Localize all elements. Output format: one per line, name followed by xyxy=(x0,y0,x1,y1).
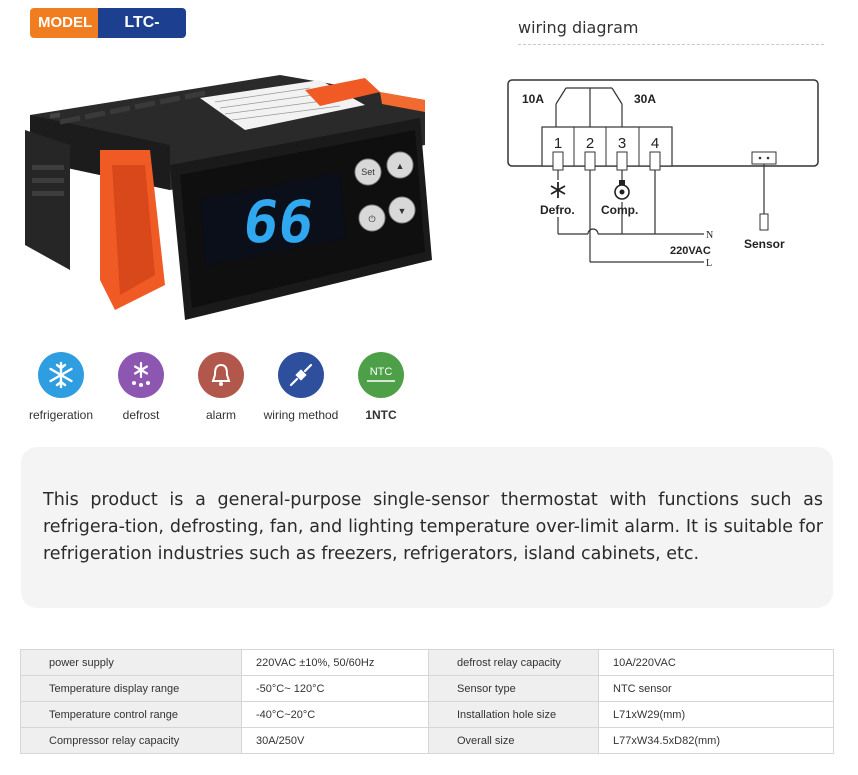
spec-value: 10A/220VAC xyxy=(598,649,834,676)
spec-value: L71xW29(mm) xyxy=(598,701,834,728)
spec-value: 30A/250V xyxy=(241,727,429,754)
spec-value: -40°C~20°C xyxy=(241,701,429,728)
compressor-label: Comp. xyxy=(601,203,638,217)
feature-wiring-method: wiring method xyxy=(256,352,346,422)
line-label: L xyxy=(706,258,712,269)
feature-label: defrost xyxy=(122,408,160,422)
feature-label: refrigeration xyxy=(28,408,94,422)
spec-key: Compressor relay capacity xyxy=(20,727,242,754)
feature-ntc: NTC 1NTC xyxy=(336,352,426,422)
defrost-load-icon xyxy=(550,182,566,198)
spec-key: Temperature display range xyxy=(20,675,242,702)
title-divider xyxy=(518,44,824,45)
model-value: LTC-201 xyxy=(98,8,186,38)
plug-icon xyxy=(278,352,324,398)
spec-key: Overall size xyxy=(428,727,599,754)
spec-key: Installation hole size xyxy=(428,701,599,728)
spec-value: L77xW34.5xD82(mm) xyxy=(598,727,834,754)
snowflake-icon xyxy=(38,352,84,398)
svg-text:Set: Set xyxy=(361,167,375,177)
svg-text:▲: ▲ xyxy=(396,161,405,171)
relay-10a-label: 10A xyxy=(522,92,544,106)
defrost-icon xyxy=(118,352,164,398)
spec-value: -50°C~ 120°C xyxy=(241,675,429,702)
svg-text:▼: ▼ xyxy=(398,206,407,216)
neutral-label: N xyxy=(706,230,713,241)
defrost-label: Defro. xyxy=(540,203,575,217)
wiring-diagram: 10A 30A 1 2 3 4 Sensor Defro. xyxy=(507,79,819,269)
terminal-1: 1 xyxy=(554,135,562,152)
terminal-2: 2 xyxy=(586,135,594,152)
compressor-load-icon xyxy=(614,180,630,200)
ntc-icon: NTC xyxy=(358,352,404,398)
feature-label: alarm xyxy=(205,408,236,422)
description-box: This product is a general-purpose single… xyxy=(21,447,833,608)
description-text: This product is a general-purpose single… xyxy=(43,490,823,564)
display-reading: 66 xyxy=(239,188,318,256)
ntc-badge-text: NTC xyxy=(370,366,393,378)
wiring-diagram-title: wiring diagram xyxy=(518,18,639,37)
svg-text:⏻: ⏻ xyxy=(368,214,375,224)
feature-alarm: alarm xyxy=(176,352,266,422)
spec-key: Temperature control range xyxy=(20,701,242,728)
supply-voltage-label: 220VAC xyxy=(670,245,711,257)
bell-icon xyxy=(198,352,244,398)
feature-defrost: defrost xyxy=(96,352,186,422)
thermostat-product-image: 66 Set ▲ ⏻ ▼ xyxy=(25,75,432,320)
feature-label: 1NTC xyxy=(365,408,397,422)
feature-refrigeration: refrigeration xyxy=(16,352,106,422)
model-badge: MODEL LTC-201 xyxy=(30,8,186,38)
sensor-label: Sensor xyxy=(744,237,785,251)
relay-30a-label: 30A xyxy=(634,92,656,106)
spec-key: Sensor type xyxy=(428,675,599,702)
model-label: MODEL xyxy=(30,8,98,38)
feature-icons: refrigeration defrost alarm wiring metho… xyxy=(20,352,404,432)
spec-value: NTC sensor xyxy=(598,675,834,702)
spec-value: 220VAC ±10%, 50/60Hz xyxy=(241,649,429,676)
spec-key: power supply xyxy=(20,649,242,676)
terminal-3: 3 xyxy=(618,135,626,152)
spec-key: defrost relay capacity xyxy=(428,649,599,676)
terminal-4: 4 xyxy=(651,135,659,152)
feature-label: wiring method xyxy=(263,408,339,422)
